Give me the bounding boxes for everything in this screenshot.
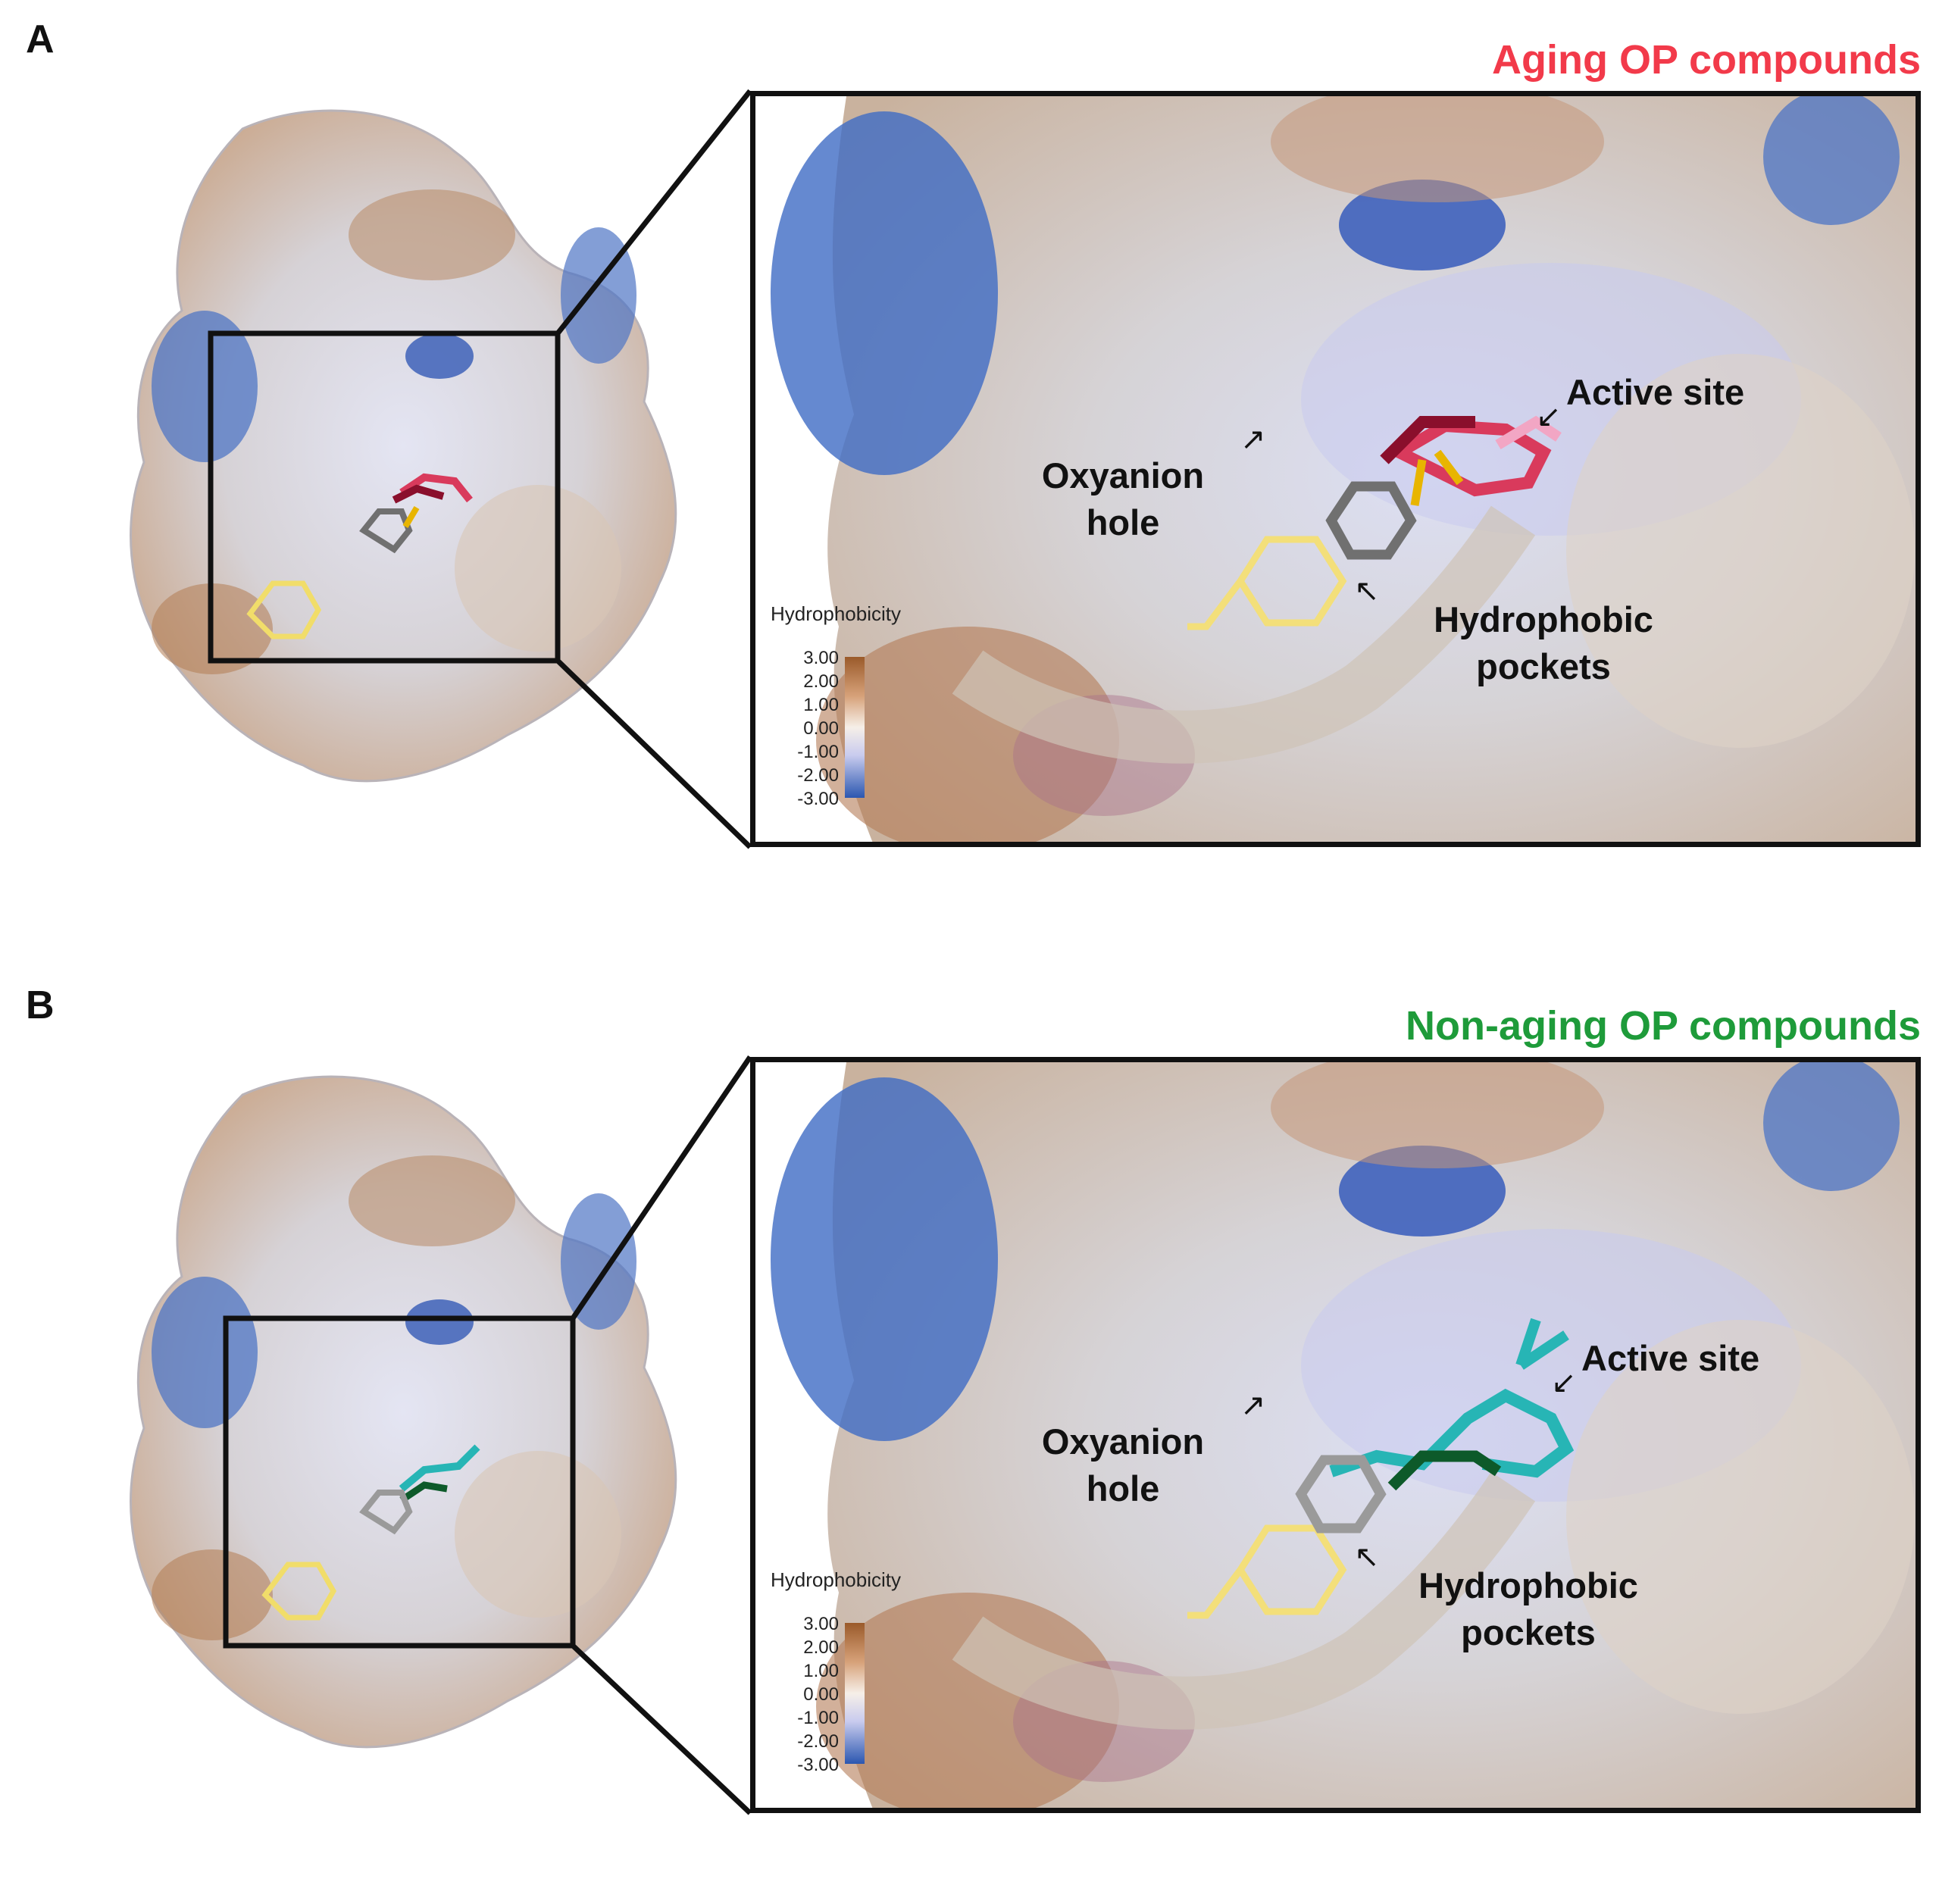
ligand-yellow <box>246 580 322 639</box>
zoom-view: Oxyanion hole ↗ Active site ↙ Hydrophobi… <box>750 1057 1921 1813</box>
legend-tick: 0.00 <box>803 1684 839 1705</box>
zoom-connectors <box>555 89 752 849</box>
panel-letter: B <box>26 983 55 1027</box>
hydrophilic-patch <box>771 1077 998 1441</box>
hydrophilic-patch <box>152 311 258 462</box>
ligand-yellow <box>1187 1524 1347 1619</box>
hydrophilic-patch <box>152 1277 258 1428</box>
hydrophobic-patch <box>349 189 515 280</box>
hydrophobic-text: Hydrophobic pockets <box>1434 599 1653 686</box>
label-hydrophobic-pockets: Hydrophobic pockets <box>1384 596 1703 690</box>
zoom-box <box>208 330 561 664</box>
ligand-molecules <box>1325 415 1562 560</box>
arrow-hydrophobic: ↖ <box>1354 574 1380 608</box>
hydrophobic-patch <box>455 485 621 652</box>
panel-a: A Aging OP compounds <box>0 0 1939 938</box>
label-oxyanion-hole: Oxyanion hole <box>1013 452 1233 546</box>
label-hydrophobic-pockets: Hydrophobic pockets <box>1369 1562 1687 1656</box>
hydrophilic-patch <box>405 333 474 379</box>
legend-tick: 2.00 <box>803 1637 839 1658</box>
hydrophilic-patch <box>1763 1062 1900 1191</box>
arrow-hydrophobic: ↖ <box>1354 1540 1380 1574</box>
panel-title: Aging OP compounds <box>1492 37 1921 83</box>
hydrophilic-patch <box>1763 96 1900 225</box>
hydrophobic-patch <box>816 1593 1119 1808</box>
arrow-active-site: ↙ <box>1536 400 1562 433</box>
zoom-view: Oxyanion hole ↗ Active site ↙ Hydrophobi… <box>750 91 1921 847</box>
legend-tick: -3.00 <box>797 1755 839 1775</box>
legend-tick: -1.00 <box>797 1708 839 1728</box>
zoom-surface <box>755 1062 1916 1808</box>
hydrophilic-patch <box>1339 180 1506 270</box>
active-site-text: Active site <box>1581 1338 1760 1378</box>
panel-b: B Non-aging OP compounds <box>0 966 1939 1904</box>
active-site-text: Active site <box>1566 372 1745 412</box>
label-active-site: Active site <box>1566 369 1744 416</box>
ligand-molecules <box>1295 1318 1575 1534</box>
label-active-site: Active site <box>1581 1335 1759 1382</box>
legend-tick: -2.00 <box>797 1731 839 1752</box>
legend-tick: -3.00 <box>797 789 839 809</box>
hydrophobic-patch <box>1566 1320 1915 1714</box>
hydrophobic-patch <box>1271 96 1604 202</box>
protein-overview <box>130 1075 677 1749</box>
legend-tick: 2.00 <box>803 671 839 692</box>
hydrophilic-patch <box>1339 1146 1506 1237</box>
hydrophobic-patch <box>1271 1062 1604 1168</box>
oxyanion-text: Oxyanion hole <box>1041 1421 1205 1509</box>
arrow-oxyanion: ↗ <box>1240 423 1266 456</box>
ligand-yellow <box>1187 536 1347 630</box>
hydrophobicity-legend: Hydrophobicity 3.00 2.00 1.00 0.00 -1.00… <box>771 1568 952 1796</box>
legend-tick: -1.00 <box>797 742 839 762</box>
ligand-molecules <box>359 473 473 554</box>
legend-ticks: 3.00 2.00 1.00 0.00 -1.00 -2.00 -3.00 <box>771 646 839 811</box>
hydrophobic-text: Hydrophobic pockets <box>1418 1565 1638 1652</box>
legend-color-bar <box>845 657 865 798</box>
legend-tick: -2.00 <box>797 765 839 786</box>
ligand-molecules <box>359 1444 480 1535</box>
legend-tick: 3.00 <box>803 648 839 668</box>
legend-title: Hydrophobicity <box>771 1568 901 1591</box>
arrow-active-site: ↙ <box>1551 1366 1577 1399</box>
hydrophilic-patch <box>561 1193 636 1330</box>
arrow-oxyanion: ↗ <box>1240 1389 1266 1422</box>
hydrophobic-patch <box>1566 354 1915 748</box>
panel-letter: A <box>26 17 55 61</box>
ligand-yellow <box>261 1562 337 1621</box>
hydrophobic-patch <box>816 627 1119 842</box>
legend-title: Hydrophobicity <box>771 602 901 625</box>
label-oxyanion-hole: Oxyanion hole <box>1013 1418 1233 1512</box>
oxyanion-text: Oxyanion hole <box>1041 455 1205 542</box>
legend-tick: 3.00 <box>803 1614 839 1634</box>
legend-tick: 1.00 <box>803 1661 839 1681</box>
hydrophobic-patch <box>455 1451 621 1618</box>
hydrophobic-patch <box>152 1549 273 1640</box>
zoom-surface <box>755 96 1916 842</box>
legend-color-bar <box>845 1623 865 1764</box>
legend-tick: 1.00 <box>803 695 839 715</box>
hydrophilic-patch <box>771 111 998 475</box>
panel-title: Non-aging OP compounds <box>1406 1003 1921 1049</box>
zoom-connectors <box>571 1055 752 1815</box>
hydrophilic-patch <box>405 1299 474 1345</box>
hydrophobic-patch <box>349 1155 515 1246</box>
legend-ticks: 3.00 2.00 1.00 0.00 -1.00 -2.00 -3.00 <box>771 1612 839 1777</box>
hydrophobicity-legend: Hydrophobicity 3.00 2.00 1.00 0.00 -1.00… <box>771 602 952 830</box>
legend-tick: 0.00 <box>803 718 839 739</box>
zoom-box <box>223 1315 576 1649</box>
